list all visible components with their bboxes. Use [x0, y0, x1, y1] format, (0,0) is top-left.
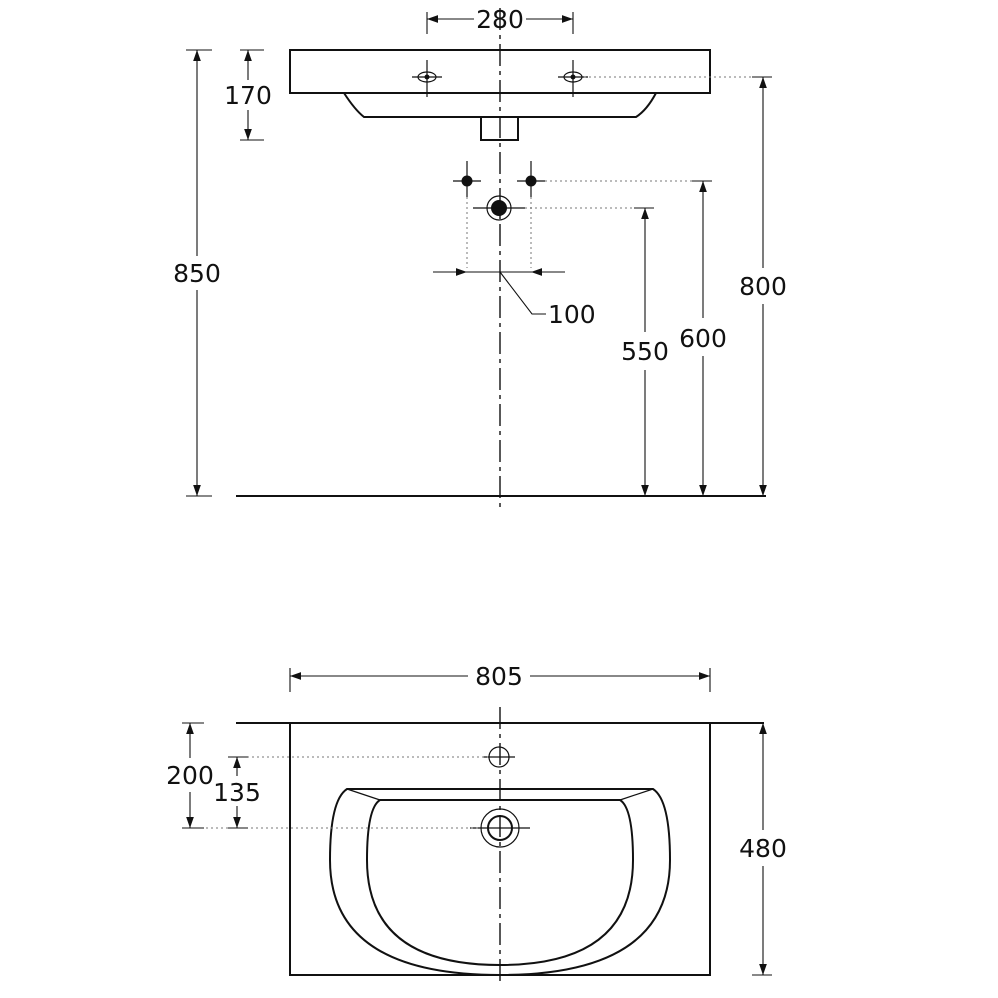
plan-depth-label: 480	[739, 834, 787, 863]
tap-hole-right-icon	[558, 60, 588, 97]
dimension-600: 600	[679, 180, 727, 496]
dimension-850: 850	[173, 49, 221, 497]
dimension-480: 480	[739, 723, 787, 976]
plan-width-label: 805	[475, 662, 523, 691]
front-elevation-view: 280 170 850 800	[173, 5, 787, 512]
total-height-label: 850	[173, 259, 221, 288]
tap-hole-offset-label: 200	[166, 761, 214, 790]
basin-elevation-outline	[289, 49, 711, 141]
plan-view: 805 480 200 135	[166, 662, 787, 985]
supply-point-left-icon	[453, 161, 481, 197]
drain-offset-label: 135	[213, 778, 261, 807]
basin-depth-label: 170	[224, 81, 272, 110]
top-height-label: 800	[739, 272, 787, 301]
waste-height-label: 550	[621, 337, 669, 366]
dimension-800: 800	[739, 76, 787, 496]
supply-height-label: 600	[679, 324, 727, 353]
supply-point-right-icon	[517, 161, 545, 197]
supply-spacing-label: 100	[548, 300, 596, 329]
dimension-805: 805	[289, 662, 711, 692]
dimension-100: 100	[433, 268, 596, 329]
tap-hole-left-icon	[412, 60, 442, 97]
dimension-135: 135	[213, 756, 261, 829]
dimension-200: 200	[166, 722, 214, 829]
dimension-170: 170	[224, 49, 272, 141]
plan-tap-hole-icon	[483, 746, 515, 768]
plan-drain-icon	[470, 808, 530, 848]
dimension-280: 280	[426, 5, 574, 34]
waste-outlet-icon	[473, 195, 525, 221]
dimension-550: 550	[621, 207, 669, 496]
tap-spacing-label: 280	[476, 5, 524, 34]
